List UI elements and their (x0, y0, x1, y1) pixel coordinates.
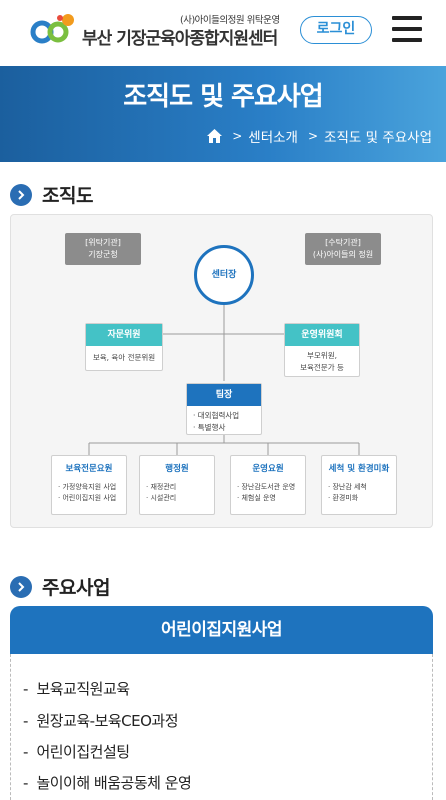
org-chart-lines (88, 305, 360, 455)
breadcrumb-item-current[interactable]: 조직도 및 주요사업 (324, 130, 432, 146)
advisory-title: 자문위원 (86, 324, 162, 346)
page-banner: 조직도 및 주요사업 > 센터소개 > 조직도 및 주요사업 (0, 66, 446, 162)
section-title: 조직도 (42, 185, 93, 207)
programs-section-heading: 주요사업 (10, 573, 110, 600)
team-lead-title: 팀장 (187, 384, 261, 406)
dept-operations: 운영요원 · 장난감도서관 운영 · 체험실 운영 (230, 455, 306, 515)
center-director-node: 센터장 (194, 245, 254, 305)
operating-body: 부모위원, 보육전문가 등 (300, 351, 344, 372)
chevron-right-circle-icon (10, 575, 32, 598)
page-title: 조직도 및 주요사업 (123, 82, 323, 112)
team-lead-box: 팀장 · 대외협력사업 · 특별행사 (186, 383, 262, 435)
logo-mark-icon (30, 14, 74, 44)
hamburger-icon[interactable] (392, 16, 422, 42)
home-icon[interactable] (207, 129, 223, 143)
list-item: - 원장교육-보육CEO과정 (23, 712, 179, 730)
dept-childcare-specialist: 보육전문요원 · 가정양육지원 사업 · 어린이집지원 사업 (51, 455, 127, 515)
breadcrumb-item[interactable]: 센터소개 (248, 130, 298, 146)
site-logo[interactable]: (사)아이들의정원 위탁운영 부산 기장군육아종합지원센터 (28, 10, 280, 56)
org-chart: [위탁기관] 기장군청 [수탁기관] (사)아이들의 정원 센터장 자문위원 보… (10, 214, 433, 528)
site-header: (사)아이들의정원 위탁운영 부산 기장군육아종합지원센터 로그인 (0, 0, 446, 66)
chevron-right-circle-icon (10, 183, 32, 206)
logo-title: 부산 기장군육아종합지원센터 (82, 29, 278, 49)
dept-administration: 행정원 · 재정관리 · 시설관리 (139, 455, 215, 515)
breadcrumb: > 센터소개 > 조직도 및 주요사업 (207, 126, 432, 146)
section-title: 주요사업 (42, 577, 110, 599)
chevron-right-icon: > (232, 129, 243, 143)
operating-title: 운영위원회 (285, 324, 359, 346)
dept-cleaning: 세척 및 환경미화 · 장난감 세척 · 환경미화 (321, 455, 397, 515)
list-item: - 놀이이해 배움공동체 운영 (23, 774, 192, 792)
advisory-body: 보육, 육아 전문위원 (92, 353, 156, 362)
chevron-right-icon: > (307, 129, 319, 143)
program-card-title: 어린이집지원사업 (10, 606, 433, 654)
list-item: - 어린이집컨설팅 (23, 743, 130, 761)
org-section-heading: 조직도 (10, 181, 93, 208)
advisory-committee-box: 자문위원 보육, 육아 전문위원 (85, 323, 163, 371)
agency-right-box: [수탁기관] (사)아이들의 정원 (305, 233, 381, 265)
list-item: - 보육교직원교육 (23, 680, 130, 698)
program-list: - 보육교직원교육 - 원장교육-보육CEO과정 - 어린이집컨설팅 - 놀이이… (10, 654, 433, 800)
login-button[interactable]: 로그인 (300, 16, 372, 44)
logo-subtitle: (사)아이들의정원 위탁운영 (180, 15, 280, 26)
team-lead-body: · 대외협력사업 · 특별행사 (193, 411, 240, 432)
agency-left-box: [위탁기관] 기장군청 (65, 233, 141, 265)
operating-committee-box: 운영위원회 부모위원, 보육전문가 등 (284, 323, 360, 377)
